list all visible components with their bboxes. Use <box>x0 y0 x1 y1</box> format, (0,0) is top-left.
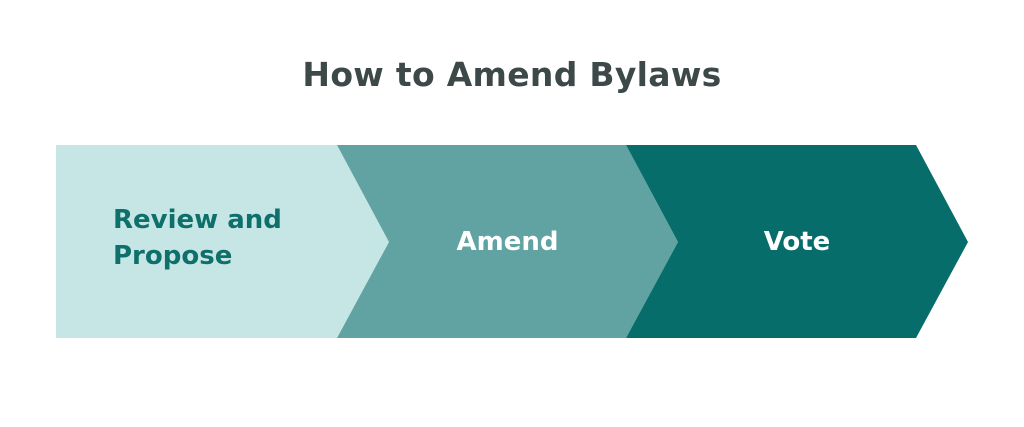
diagram-title: How to Amend Bylaws <box>302 55 722 94</box>
step-1-label-line2: Propose <box>113 241 233 271</box>
step-2-shape <box>337 145 678 338</box>
step-1-shape <box>56 145 389 338</box>
step-3-shape <box>626 145 968 338</box>
step-2-label: Amend <box>456 227 559 257</box>
step-1-label: Review and Propose <box>113 202 282 274</box>
step-1-label-line1: Review and <box>113 205 282 235</box>
step-3-label: Vote <box>763 227 831 257</box>
